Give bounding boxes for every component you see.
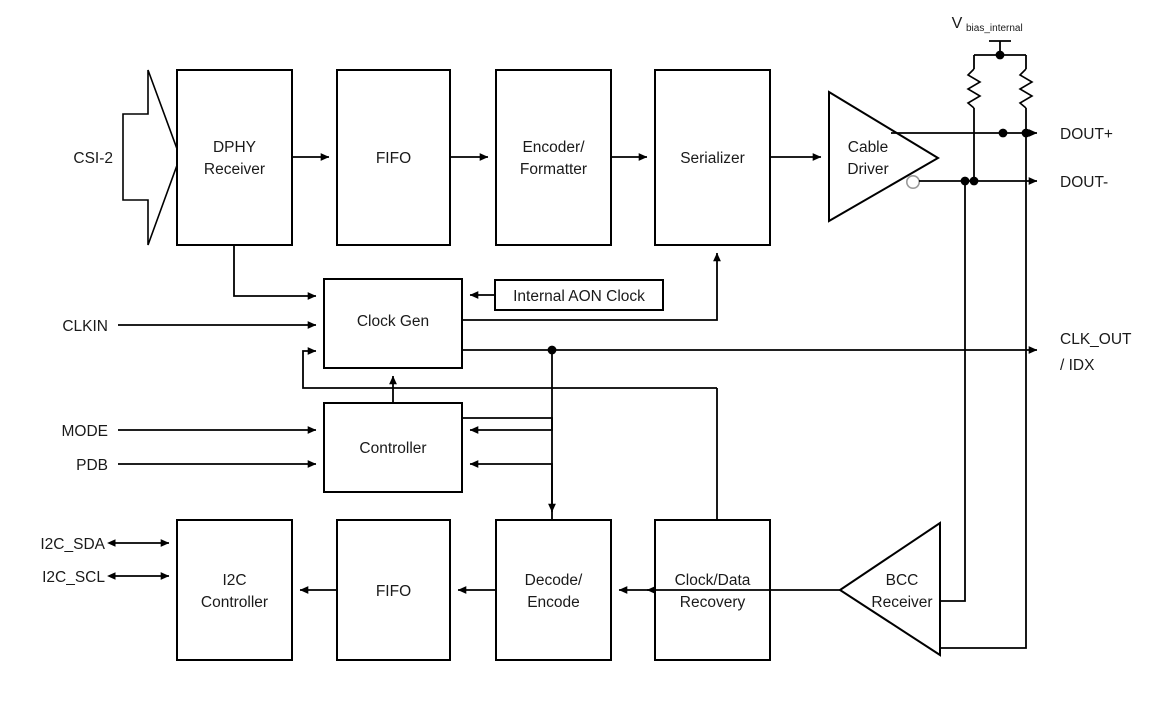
block-label-cdr-line1: Clock/Data [675,572,751,589]
block-fifo-top[interactable]: FIFO [336,69,451,246]
block-decode-encode[interactable]: Decode/ Encode [495,519,612,661]
amp-label-bcc-line2: Receiver [871,594,932,611]
csi2-funnel-icon [122,69,181,246]
net-dout-plus [891,128,1038,138]
junction-dot-doutp-a [998,128,1008,138]
supply-symbol-v: V [952,15,963,32]
wire-feedback-to-clockgen [302,347,717,389]
port-label-mode: MODE [62,423,109,440]
wire-dphy-to-clockgen [233,245,317,300]
block-label-decode-line2: Encode [527,594,580,611]
block-label-i2c-line2: Controller [201,594,268,611]
block-i2c-controller[interactable]: I2C Controller [176,519,293,661]
port-label-dout-minus: DOUT- [1060,174,1108,191]
block-controller[interactable]: Controller [323,402,463,493]
port-label-i2c-scl: I2C_SCL [42,569,105,586]
port-label-dout-plus: DOUT+ [1060,126,1113,143]
block-label-cdr-line2: Recovery [680,594,746,611]
port-label-i2c-sda: I2C_SDA [40,536,105,553]
block-internal-aon-clock[interactable]: Internal AON Clock [494,279,664,311]
block-encoder-formatter[interactable]: Encoder/ Formatter [495,69,612,246]
wire-controller-to-decode [462,417,556,513]
block-label-dphy-line1: DPHY [213,139,256,156]
block-serializer[interactable]: Serializer [654,69,771,246]
block-label-fifo-top: FIFO [376,150,411,167]
amplifier-bcc-receiver[interactable]: BCC Receiver [838,521,941,657]
block-label-i2c-line1: I2C [222,572,246,589]
block-label-dphy-line2: Receiver [204,161,265,178]
amp-label-cable-driver-line1: Cable [848,139,889,156]
amp-label-cable-driver-line2: Driver [847,161,888,178]
junction-dot-doutn-b [969,176,979,186]
block-label-encoder-line2: Formatter [520,161,587,178]
wire-clockgen-to-serializer [462,252,721,321]
port-label-clk-out-line2: / IDX [1060,357,1095,374]
supply-subscript: bias_internal [966,23,1023,34]
supply-vbias-internal: V bias_internal [952,15,1026,60]
block-dphy-receiver[interactable]: DPHY Receiver [176,69,293,246]
block-label-fifo-bottom: FIFO [376,583,411,600]
block-label-clock-gen: Clock Gen [357,313,429,330]
port-label-pdb: PDB [76,457,108,474]
net-dout-minus [919,176,1038,186]
wire-doutp-to-bcc-lower-input [940,133,1027,649]
port-label-clkin: CLKIN [62,318,108,335]
block-label-internal-aon-clock: Internal AON Clock [513,288,645,305]
block-label-encoder-line1: Encoder/ [522,139,585,156]
block-clock-gen[interactable]: Clock Gen [323,278,463,369]
block-fifo-bottom[interactable]: FIFO [336,519,451,661]
block-label-decode-line1: Decode/ [525,572,583,589]
resistor-right [1018,55,1034,133]
block-label-serializer: Serializer [680,150,745,167]
wire-decode-branch-to-controller [469,460,553,520]
resistor-left [966,55,982,181]
port-label-clk-out-line1: CLK_OUT [1060,331,1132,348]
wire-doutn-to-bcc-upper-input [940,181,966,602]
port-label-csi2: CSI-2 [73,150,113,167]
amplifier-cable-driver[interactable]: Cable Driver [828,90,940,223]
amp-label-bcc-line1: BCC [886,572,919,589]
block-label-controller: Controller [359,440,426,457]
inverting-output-bubble-icon [905,175,920,190]
